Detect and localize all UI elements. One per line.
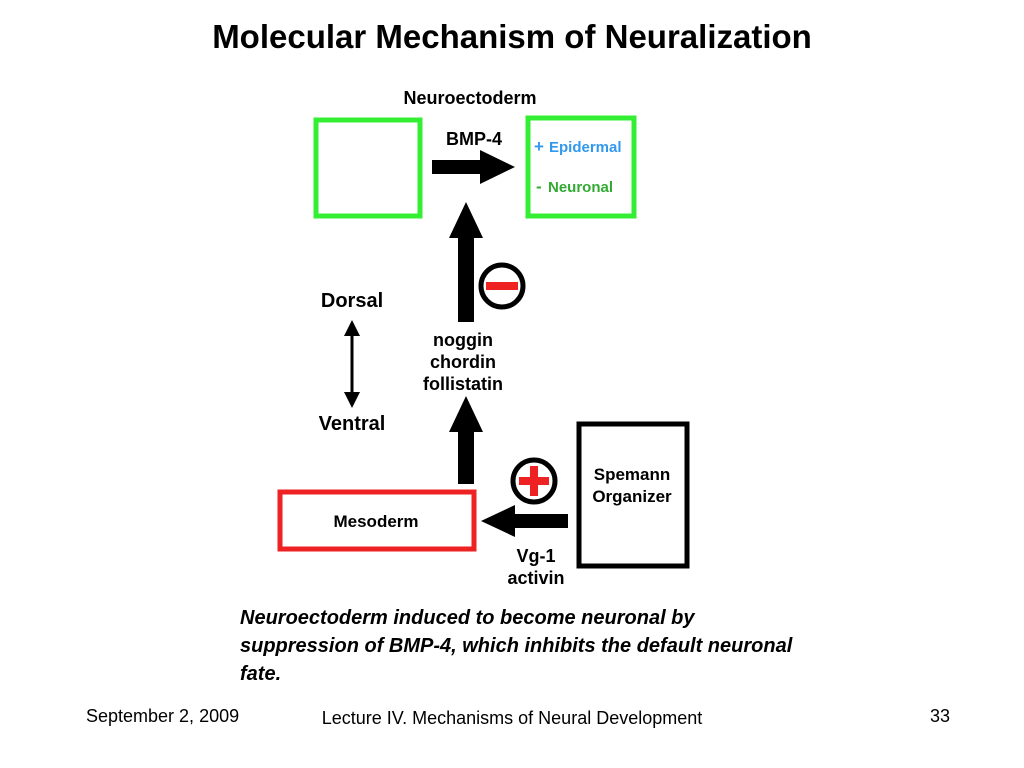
- signal-activin: activin: [507, 568, 564, 588]
- bmp4-label: BMP-4: [446, 129, 502, 149]
- organizer-to-mesoderm-arrow: [481, 505, 568, 537]
- dorsal-ventral-axis-arrow: [344, 320, 360, 408]
- lower-up-arrow: [449, 396, 483, 484]
- bmp4-arrow: [432, 150, 515, 184]
- slide-title: Molecular Mechanism of Neuralization: [212, 18, 812, 55]
- neuronal-label: Neuronal: [548, 179, 613, 196]
- neuroectoderm-label: Neuroectoderm: [403, 88, 536, 108]
- minus-sign: -: [536, 177, 542, 196]
- epidermal-label: Epidermal: [549, 139, 622, 156]
- footer-page-number: 33: [929, 706, 950, 726]
- organizer-label-line2: Organizer: [592, 487, 672, 506]
- minus-circle-icon: [478, 262, 526, 310]
- plus-sign: +: [534, 137, 544, 156]
- mesoderm-label: Mesoderm: [333, 512, 418, 531]
- neuroectoderm-box-fated: [525, 115, 637, 219]
- signal-vg1: Vg-1: [516, 546, 555, 566]
- footer-lecture: Lecture IV. Mechanisms of Neural Develop…: [321, 708, 703, 728]
- upper-up-arrow: [449, 202, 483, 322]
- plus-circle-icon: [510, 457, 558, 505]
- organizer-label-line1: Spemann: [594, 465, 671, 484]
- inhibitor-noggin: noggin: [433, 330, 493, 350]
- inhibitor-follistatin: follistatin: [423, 374, 503, 394]
- dorsal-label: Dorsal: [321, 290, 383, 312]
- spemann-organizer-box: [576, 421, 690, 569]
- inhibitor-chordin: chordin: [430, 352, 496, 372]
- neuroectoderm-box-default: [313, 117, 423, 219]
- slide-caption: Neuroectoderm induced to become neuronal…: [240, 607, 793, 685]
- mesoderm-box: [277, 489, 477, 552]
- footer-date: September 2, 2009: [86, 706, 240, 726]
- ventral-label: Ventral: [319, 413, 386, 435]
